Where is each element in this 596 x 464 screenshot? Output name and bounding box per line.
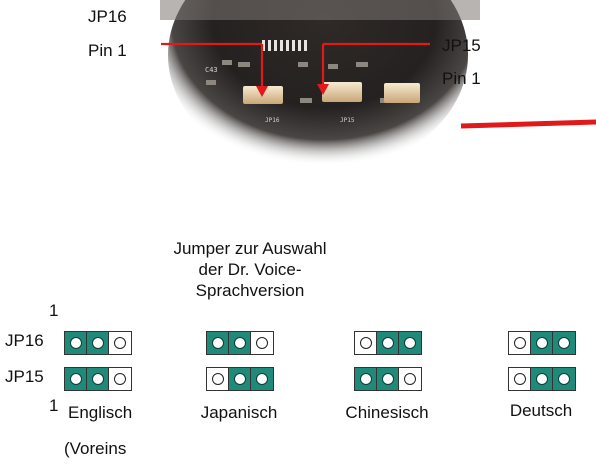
jumper-cap-pin (251, 368, 273, 390)
pin-circle (212, 337, 224, 349)
open-pin (207, 368, 229, 390)
title-line: Jumper zur Auswahl (173, 239, 327, 258)
jp15-row-label: JP15 (5, 367, 44, 386)
board-strip (160, 0, 480, 20)
jumper-cap-pin (65, 332, 87, 354)
pin-circle (234, 373, 246, 385)
board-photo: C43 JP16 JP15 (160, 0, 596, 173)
open-pin (109, 332, 131, 354)
jumper-cap-pin (87, 332, 109, 354)
pin-circle (360, 373, 372, 385)
jp15-header-photo (322, 82, 362, 102)
language-label: Englisch (68, 403, 133, 422)
jumper-jp15 (206, 367, 274, 391)
pin-circle (404, 373, 416, 385)
pin-circle (536, 373, 548, 385)
board-background (168, 0, 468, 173)
jumper-cap-pin (65, 368, 87, 390)
pin-circle (114, 373, 126, 385)
pin-circle (382, 373, 394, 385)
pin-circle (212, 373, 224, 385)
pin1-top-marker: 1 (49, 301, 59, 320)
red-marker-line (460, 119, 596, 129)
open-pin (509, 368, 531, 390)
open-pin (109, 368, 131, 390)
pin-circle (514, 373, 526, 385)
board-jp16-ref: JP16 (265, 117, 280, 124)
jumper-cap-pin (207, 332, 229, 354)
pin-circle (536, 337, 548, 349)
pin-circle (256, 373, 268, 385)
jumper-jp16 (354, 331, 422, 355)
jumper-jp15 (354, 367, 422, 391)
jumper-jp15 (508, 367, 576, 391)
jumper-cap-pin (531, 368, 553, 390)
pin-circle (404, 337, 416, 349)
pin-circle (360, 337, 372, 349)
jp16-photo-label: JP16 (88, 7, 127, 26)
third-header-photo (384, 83, 420, 103)
jumper-cap-pin (553, 332, 575, 354)
title-line: der Dr. Voice- (198, 260, 302, 279)
title-line: Sprachversion (195, 281, 305, 300)
jp15-pin1-label: Pin 1 (442, 69, 481, 88)
jumper-jp15 (64, 367, 132, 391)
diagram-title: Jumper zur Auswahl der Dr. Voice- Sprach… (130, 238, 370, 301)
jumper-cap-pin (229, 332, 251, 354)
jumper-jp16 (206, 331, 274, 355)
jumper-cap-pin (399, 332, 421, 354)
jumper-cap-pin (229, 368, 251, 390)
jp16-row-label: JP16 (5, 331, 44, 350)
pin-circle (92, 373, 104, 385)
board-c-label: C43 (205, 66, 218, 74)
pin-circle (70, 337, 82, 349)
jumper-cap-pin (87, 368, 109, 390)
default-note: (Voreins (64, 439, 127, 458)
pin-circle (114, 337, 126, 349)
pin-circle (382, 337, 394, 349)
language-label: Japanisch (200, 403, 278, 422)
pin-circle (70, 373, 82, 385)
jumper-cap-pin (355, 368, 377, 390)
jumper-cap-pin (377, 332, 399, 354)
jp15-photo-label: JP15 (442, 36, 481, 55)
pin-circle (558, 337, 570, 349)
pin-circle (256, 337, 268, 349)
open-pin (251, 332, 273, 354)
jumper-jp16 (508, 331, 576, 355)
jp15-callout-arrow (317, 42, 430, 95)
jp16-callout-arrow (161, 42, 268, 97)
chip-pins (262, 40, 307, 51)
jumper-jp16 (64, 331, 132, 355)
language-label: Chinesisch (345, 403, 429, 422)
jp16-pin1-label: Pin 1 (88, 41, 127, 60)
language-label: Deutsch (509, 401, 573, 420)
open-pin (355, 332, 377, 354)
pin-circle (92, 337, 104, 349)
board-jp15-ref: JP15 (340, 117, 355, 124)
pin-circle (558, 373, 570, 385)
jumper-cap-pin (553, 368, 575, 390)
jumper-cap-pin (377, 368, 399, 390)
open-pin (509, 332, 531, 354)
jumper-cap-pin (531, 332, 553, 354)
open-pin (399, 368, 421, 390)
pin-circle (514, 337, 526, 349)
pin-circle (234, 337, 246, 349)
pin1-bottom-marker: 1 (49, 396, 59, 415)
